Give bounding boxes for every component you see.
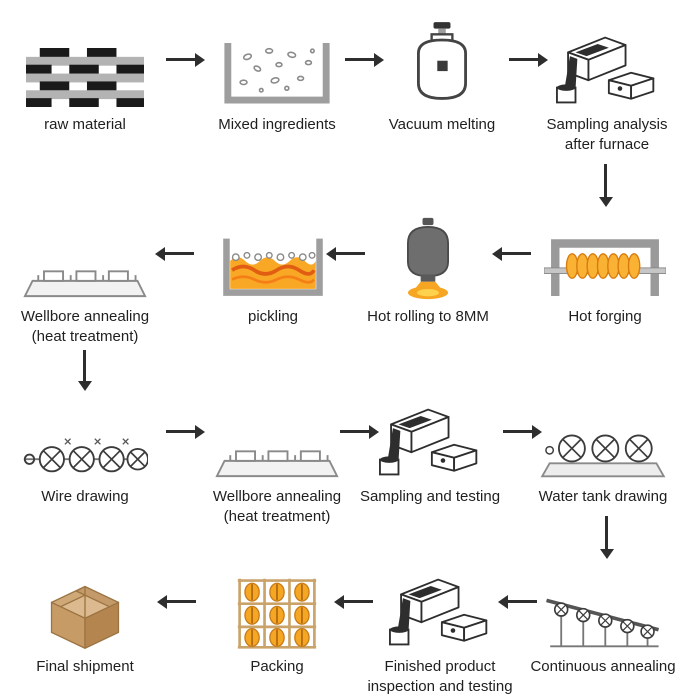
node-label: Wellbore annealing (heat treatment) (212, 488, 342, 525)
node-final-shipment: Final shipment (10, 558, 160, 677)
node-label: Mixed ingredients (218, 116, 336, 133)
annealing-tray-icon (23, 208, 147, 300)
node-water-tank-drawing: Water tank drawing (528, 388, 678, 507)
node-label: Vacuum melting (388, 116, 496, 133)
node-wellbore-annealing-2: Wellbore annealing (heat treatment) (202, 388, 352, 527)
arrow-right-icon (166, 52, 205, 67)
arrow-left-icon (157, 594, 196, 609)
sampling-pour-icon (374, 388, 486, 480)
water-tank-drawing-icon (540, 388, 666, 480)
arrow-down-icon (598, 164, 613, 207)
mixed-ingredients-icon (218, 16, 336, 108)
node-raw-material: raw material (10, 16, 160, 135)
node-continuous-annealing: Continuous annealing (528, 558, 678, 677)
node-label: Wire drawing (41, 488, 129, 505)
wire-drawing-icon (22, 388, 148, 480)
node-label: Continuous annealing (530, 658, 676, 675)
node-label: Packing (250, 658, 304, 675)
raw-material-icon (26, 16, 144, 108)
node-label: Wellbore annealing (heat treatment) (20, 308, 150, 345)
arrow-right-icon (340, 424, 379, 439)
hot-rolling-icon (395, 208, 461, 300)
node-wire-drawing: Wire drawing (10, 388, 160, 507)
arrow-right-icon (509, 52, 548, 67)
node-label: pickling (247, 308, 299, 325)
node-label: Final shipment (36, 658, 134, 675)
packing-icon (236, 558, 318, 650)
node-label: Sampling analysis after furnace (546, 116, 668, 153)
annealing-tray-icon (215, 388, 339, 480)
node-label: Water tank drawing (538, 488, 668, 505)
arrow-left-icon (334, 594, 373, 609)
sampling-pour-icon (384, 558, 496, 650)
node-finished-product-inspection: Finished product inspection and testing (360, 558, 520, 697)
arrow-down-icon (77, 350, 92, 391)
node-sampling-analysis-after-furnace: Sampling analysis after furnace (532, 16, 682, 155)
shipment-box-icon (39, 558, 131, 650)
arrow-right-icon (345, 52, 384, 67)
node-hot-forging: Hot forging (530, 208, 680, 327)
arrow-left-icon (155, 246, 194, 261)
node-label: Hot rolling to 8MM (367, 308, 489, 325)
node-packing: Packing (202, 558, 352, 677)
node-wellbore-annealing-1: Wellbore annealing (heat treatment) (10, 208, 160, 347)
node-label: Hot forging (568, 308, 642, 325)
arrow-left-icon (492, 246, 531, 261)
hot-forging-icon (544, 208, 666, 300)
node-hot-rolling: Hot rolling to 8MM (353, 208, 503, 327)
sampling-pour-icon (551, 16, 663, 108)
arrow-left-icon (498, 594, 537, 609)
node-label: Sampling and testing (359, 488, 501, 505)
node-sampling-and-testing: Sampling and testing (355, 388, 505, 507)
node-mixed-ingredients: Mixed ingredients (202, 16, 352, 135)
arrow-left-icon (326, 246, 365, 261)
arrow-right-icon (166, 424, 205, 439)
continuous-annealing-icon (541, 558, 665, 650)
node-pickling: pickling (198, 208, 348, 327)
node-vacuum-melting: Vacuum melting (367, 16, 517, 135)
node-label: raw material (44, 116, 126, 133)
node-label: Finished product inspection and testing (367, 658, 513, 695)
vacuum-melting-icon (409, 16, 475, 108)
arrow-down-icon (599, 516, 614, 559)
pickling-icon (217, 208, 329, 300)
arrow-right-icon (503, 424, 542, 439)
